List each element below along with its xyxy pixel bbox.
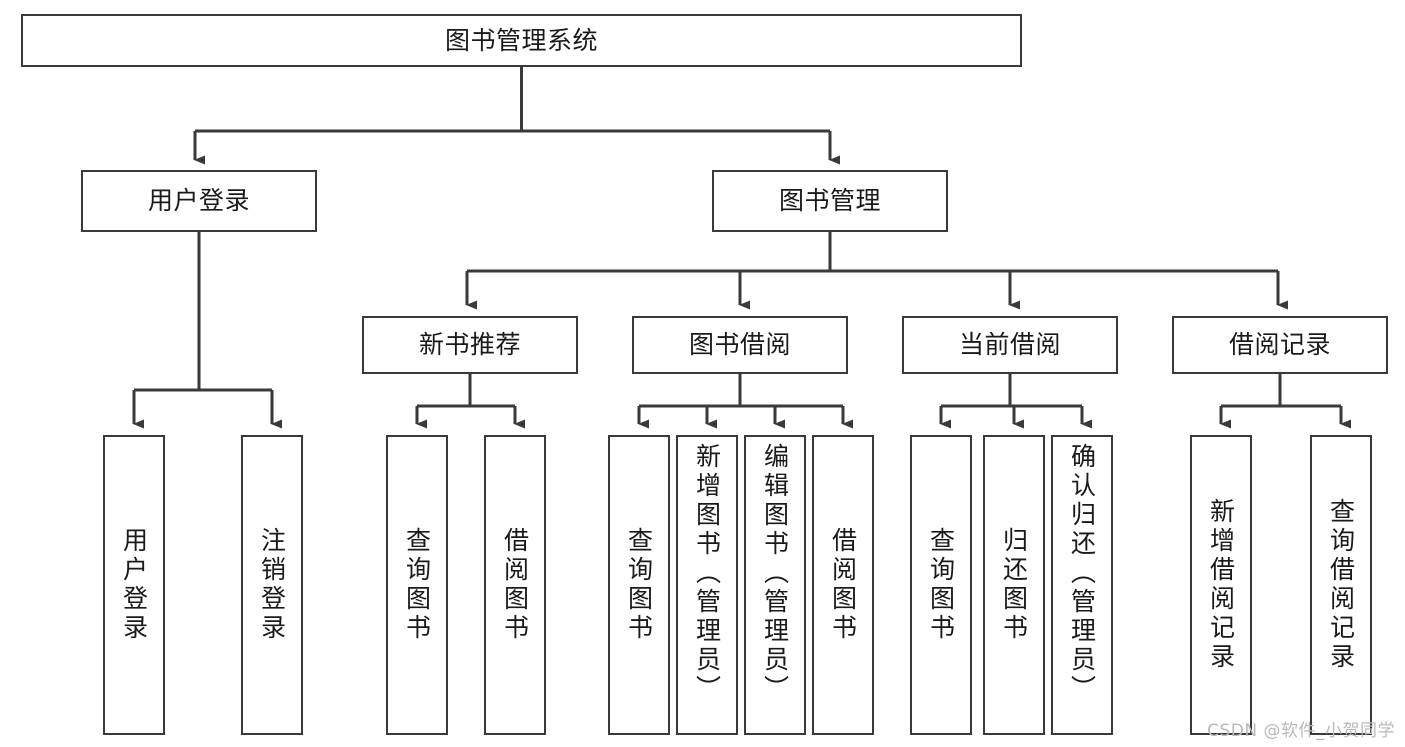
csdn-watermark: CSDN @软件_小贺同学 [1207, 721, 1395, 741]
leaf-user-login[interactable]: 用户登录 [103, 435, 165, 735]
node-label: 用户登录 [119, 527, 149, 643]
node-label: 当前借阅 [958, 330, 1061, 359]
node-label: 查询借阅记录 [1326, 498, 1356, 672]
node-label: 编辑图书（管理员） [760, 443, 790, 704]
node-book-management[interactable]: 图书管理 [712, 170, 948, 232]
node-label: 归还图书 [999, 527, 1029, 643]
node-book-borrow[interactable]: 图书借阅 [632, 316, 848, 374]
leaf-record-add-record[interactable]: 新增借阅记录 [1190, 435, 1252, 735]
node-label: 新增借阅记录 [1206, 498, 1236, 672]
node-label: 借阅图书 [500, 527, 530, 643]
leaf-borrow-add-book-admin[interactable]: 新增图书（管理员） [676, 435, 738, 735]
leaf-current-confirm-return-admin[interactable]: 确认归还（管理员） [1051, 435, 1113, 735]
leaf-current-return-book[interactable]: 归还图书 [983, 435, 1045, 735]
node-label: 图书管理 [778, 186, 881, 215]
node-label: 查询图书 [624, 527, 654, 643]
node-new-book-recommend[interactable]: 新书推荐 [362, 316, 578, 374]
node-label: 新书推荐 [418, 330, 521, 359]
leaf-current-query-book[interactable]: 查询图书 [910, 435, 972, 735]
node-label: 查询图书 [402, 527, 432, 643]
leaf-record-query-record[interactable]: 查询借阅记录 [1310, 435, 1372, 735]
node-borrow-record[interactable]: 借阅记录 [1172, 316, 1388, 374]
node-label: 确认归还（管理员） [1067, 443, 1097, 704]
leaf-borrow-borrow-book[interactable]: 借阅图书 [812, 435, 874, 735]
node-root-system[interactable]: 图书管理系统 [21, 14, 1022, 67]
leaf-newbook-query-book[interactable]: 查询图书 [386, 435, 448, 735]
node-label: 图书管理系统 [444, 25, 598, 55]
node-current-borrow[interactable]: 当前借阅 [902, 316, 1118, 374]
node-label: 借阅图书 [828, 527, 858, 643]
leaf-newbook-borrow-book[interactable]: 借阅图书 [484, 435, 546, 735]
leaf-borrow-edit-book-admin[interactable]: 编辑图书（管理员） [744, 435, 806, 735]
node-label: 查询图书 [926, 527, 956, 643]
node-label: 图书借阅 [688, 330, 791, 359]
node-user-login[interactable]: 用户登录 [81, 170, 317, 232]
node-label: 注销登录 [257, 527, 287, 643]
leaf-borrow-query-book[interactable]: 查询图书 [608, 435, 670, 735]
leaf-logout[interactable]: 注销登录 [241, 435, 303, 735]
node-label: 新增图书（管理员） [692, 443, 722, 704]
node-label: 用户登录 [147, 186, 250, 215]
node-label: 借阅记录 [1228, 330, 1331, 359]
